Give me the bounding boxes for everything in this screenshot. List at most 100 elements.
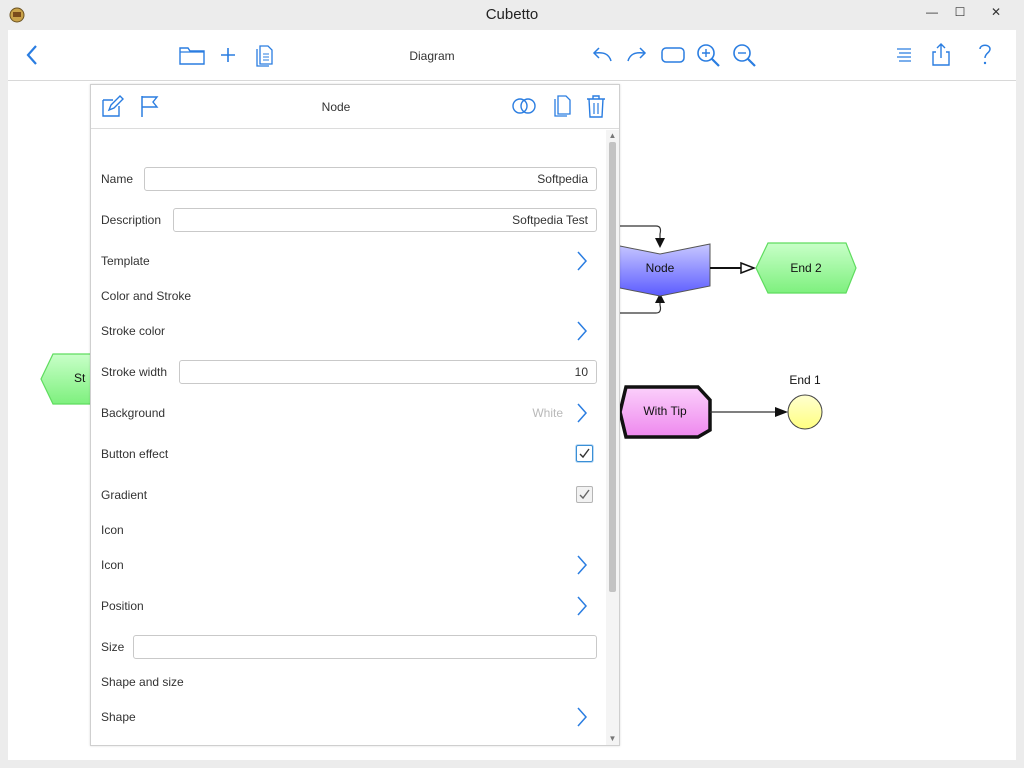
toolbar-title: Diagram (409, 49, 455, 63)
end1-shape (787, 394, 823, 430)
template-row[interactable]: Template (101, 249, 597, 273)
loop-arrow-bottom (655, 293, 665, 303)
chevron-right-icon (575, 553, 589, 577)
edit-button[interactable] (99, 93, 125, 119)
undo-icon (592, 47, 612, 62)
description-row: Description Softpedia Test (101, 208, 597, 232)
copy-document-icon (256, 45, 273, 67)
name-input[interactable]: Softpedia (144, 167, 597, 191)
icon-row[interactable]: Icon (101, 553, 597, 577)
window-titlebar: Cubetto — ☐ ✕ (0, 0, 1024, 30)
template-label: Template (101, 254, 150, 268)
section-header: Shape and size (101, 675, 184, 689)
icon-label: Icon (101, 558, 124, 572)
chevron-right-icon (575, 401, 589, 425)
window-title: Cubetto (485, 6, 539, 23)
size-label: Size (101, 640, 125, 654)
copy-icon (554, 95, 571, 117)
button-effect-checkbox[interactable] (576, 445, 593, 462)
gradient-checkbox[interactable] (576, 486, 593, 503)
shape-row[interactable]: Shape (101, 705, 597, 729)
background-label: Background (101, 406, 166, 420)
back-button[interactable] (18, 40, 48, 70)
shape-size-section: Shape and size (101, 670, 597, 694)
loop-arrow-top (655, 238, 665, 248)
folder-icon (179, 47, 205, 65)
link-circles-icon (512, 98, 536, 114)
with-tip-label: With Tip (643, 404, 687, 418)
copy-node-button[interactable] (549, 93, 575, 119)
end2-label: End 2 (790, 261, 822, 275)
zoom-in-button[interactable] (693, 40, 723, 70)
end2-shape (755, 242, 857, 294)
button-effect-label: Button effect (101, 447, 169, 461)
flag-button[interactable] (137, 93, 163, 119)
minimize-button[interactable]: — (926, 5, 938, 19)
maximize-button[interactable]: ☐ (954, 5, 966, 19)
button-effect-row: Button effect (101, 442, 597, 466)
panel-header: Node (91, 85, 619, 129)
size-input[interactable] (133, 635, 597, 659)
start-label: St (74, 371, 86, 385)
stroke-width-input[interactable]: 10 (179, 360, 597, 384)
checkmark-icon (579, 489, 590, 500)
close-button[interactable]: ✕ (990, 5, 1002, 19)
outline-button[interactable] (889, 40, 919, 70)
link-button[interactable] (511, 93, 537, 119)
icon-section: Icon (101, 518, 597, 542)
fit-button[interactable] (658, 40, 688, 70)
chevron-right-icon (575, 594, 589, 618)
panel-title: Node (321, 100, 351, 114)
main-toolbar: Diagram (8, 30, 1016, 81)
edit-icon (102, 95, 124, 117)
help-button[interactable] (970, 40, 1000, 70)
section-header: Color and Stroke (101, 289, 192, 303)
duplicate-button[interactable] (250, 40, 280, 70)
rounded-rect-icon (661, 47, 685, 63)
list-icon (897, 48, 911, 62)
back-icon (26, 45, 37, 65)
plus-icon (221, 48, 235, 62)
stroke-color-row[interactable]: Stroke color (101, 319, 597, 343)
zoom-out-icon (733, 44, 756, 67)
scroll-down-icon[interactable]: ▼ (608, 734, 617, 743)
node-label: Node (645, 261, 675, 275)
connector-arrow-end2 (740, 261, 757, 275)
new-button[interactable] (213, 40, 243, 70)
app-client-area: Diagram (8, 30, 1016, 760)
stroke-color-label: Stroke color (101, 324, 166, 338)
app-icon (9, 7, 25, 23)
loop-connector-bottom (608, 296, 662, 314)
position-label: Position (101, 599, 144, 613)
position-row[interactable]: Position (101, 594, 597, 618)
scrollbar-thumb[interactable] (609, 142, 616, 592)
panel-form: Name Softpedia Description Softpedia Tes… (91, 130, 606, 745)
background-value: White (532, 406, 563, 420)
with-tip-shape (618, 385, 712, 439)
chevron-right-icon (575, 705, 589, 729)
connector-arrow-end1 (775, 407, 788, 417)
color-stroke-section: Color and Stroke (101, 284, 597, 308)
undo-button[interactable] (587, 40, 617, 70)
stroke-width-row: Stroke width 10 (101, 360, 597, 384)
gradient-label: Gradient (101, 488, 148, 502)
gradient-row: Gradient (101, 483, 597, 507)
zoom-in-icon (697, 44, 720, 67)
background-row[interactable]: Background White (101, 401, 597, 425)
scroll-up-icon[interactable]: ▲ (608, 131, 617, 140)
node-properties-panel: Node Name Softpedia Description Softpedi… (90, 84, 620, 746)
loop-connector-top (608, 225, 662, 244)
delete-node-button[interactable] (583, 93, 609, 119)
share-button[interactable] (926, 40, 956, 70)
open-button[interactable] (177, 40, 207, 70)
description-input[interactable]: Softpedia Test (173, 208, 597, 232)
help-icon (979, 44, 991, 65)
section-header: Icon (101, 523, 124, 537)
panel-scrollbar[interactable]: ▲ ▼ (606, 130, 619, 745)
share-icon (932, 43, 950, 66)
end1-label: End 1 (789, 373, 821, 387)
redo-button[interactable] (622, 40, 652, 70)
size-row: Size (101, 635, 597, 659)
chevron-right-icon (575, 319, 589, 343)
zoom-out-button[interactable] (729, 40, 759, 70)
